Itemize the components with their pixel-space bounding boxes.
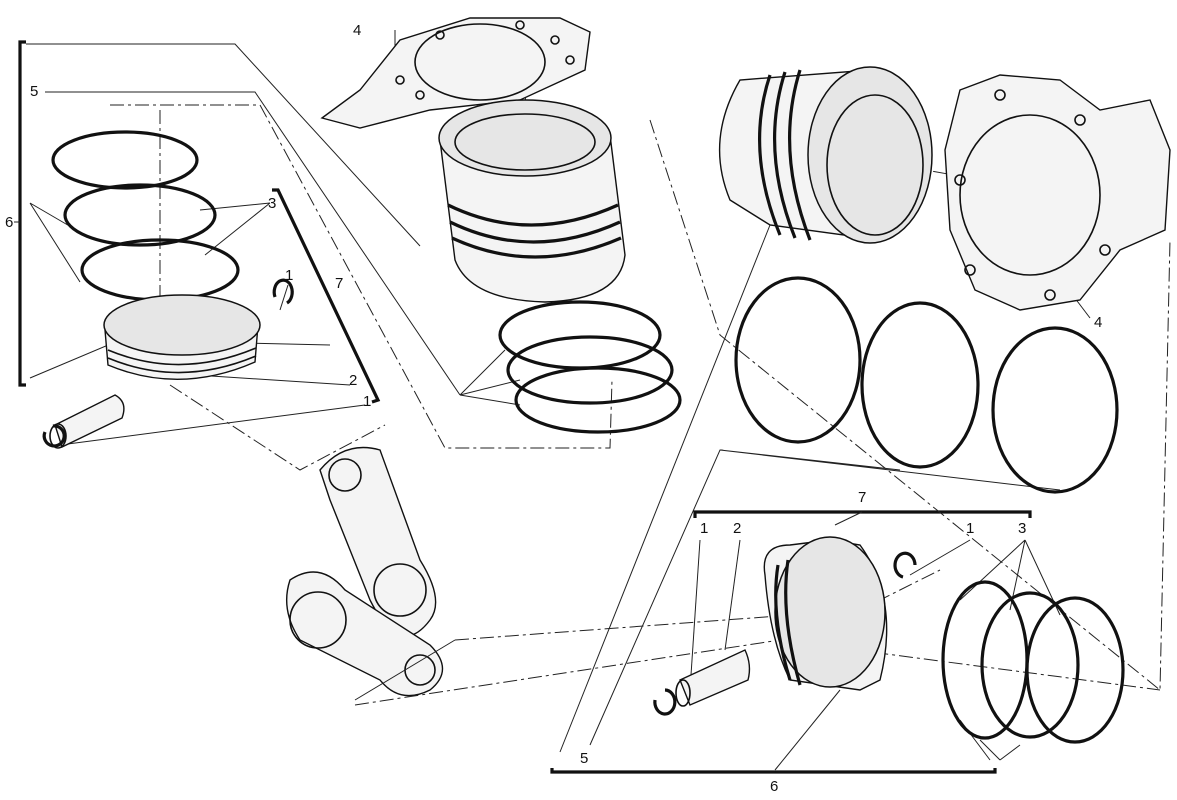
left-cylinder-liner xyxy=(438,99,626,303)
callout-circlip-right: 1 xyxy=(966,520,974,537)
left-assembly-bracket xyxy=(18,40,381,404)
right-piston-rings xyxy=(941,580,1125,744)
left-head-gasket xyxy=(320,17,591,129)
right-piston xyxy=(763,536,917,691)
callout-gasket: 4 xyxy=(353,22,361,39)
right-callouts: 4 7 1 2 1 3 5 6 xyxy=(580,314,1102,795)
right-cylinder-seals xyxy=(734,276,1119,494)
callout-piston-kit: 7 xyxy=(858,489,866,506)
callout-cylinder: 5 xyxy=(30,83,38,100)
right-brackets xyxy=(550,510,1032,774)
callout-assembly: 6 xyxy=(770,778,778,795)
callout-cylinder: 5 xyxy=(580,750,588,767)
left-cylinder-seals xyxy=(498,300,682,434)
callout-pin: 2 xyxy=(349,372,357,389)
right-piston-pin xyxy=(653,649,751,716)
callout-piston-kit: 7 xyxy=(335,275,343,292)
callout-circlip-top: 1 xyxy=(285,267,293,284)
right-leader-lines xyxy=(354,224,1091,771)
left-piston xyxy=(103,278,294,380)
connecting-rod xyxy=(285,446,444,697)
callout-assembly: 6 xyxy=(5,214,13,231)
callout-circlip-bottom: 1 xyxy=(363,393,371,410)
callout-rings: 3 xyxy=(268,195,276,212)
callout-gasket: 4 xyxy=(1094,314,1102,331)
right-head-gasket xyxy=(944,74,1171,311)
left-piston-pin xyxy=(42,394,125,449)
callout-rings: 3 xyxy=(1018,520,1026,537)
left-callouts: 4 5 6 3 1 7 2 1 xyxy=(5,22,371,410)
left-piston-rings xyxy=(51,130,240,302)
callout-pin: 2 xyxy=(733,520,741,537)
right-cylinder-liner xyxy=(718,66,933,244)
callout-circlip-left: 1 xyxy=(700,520,708,537)
